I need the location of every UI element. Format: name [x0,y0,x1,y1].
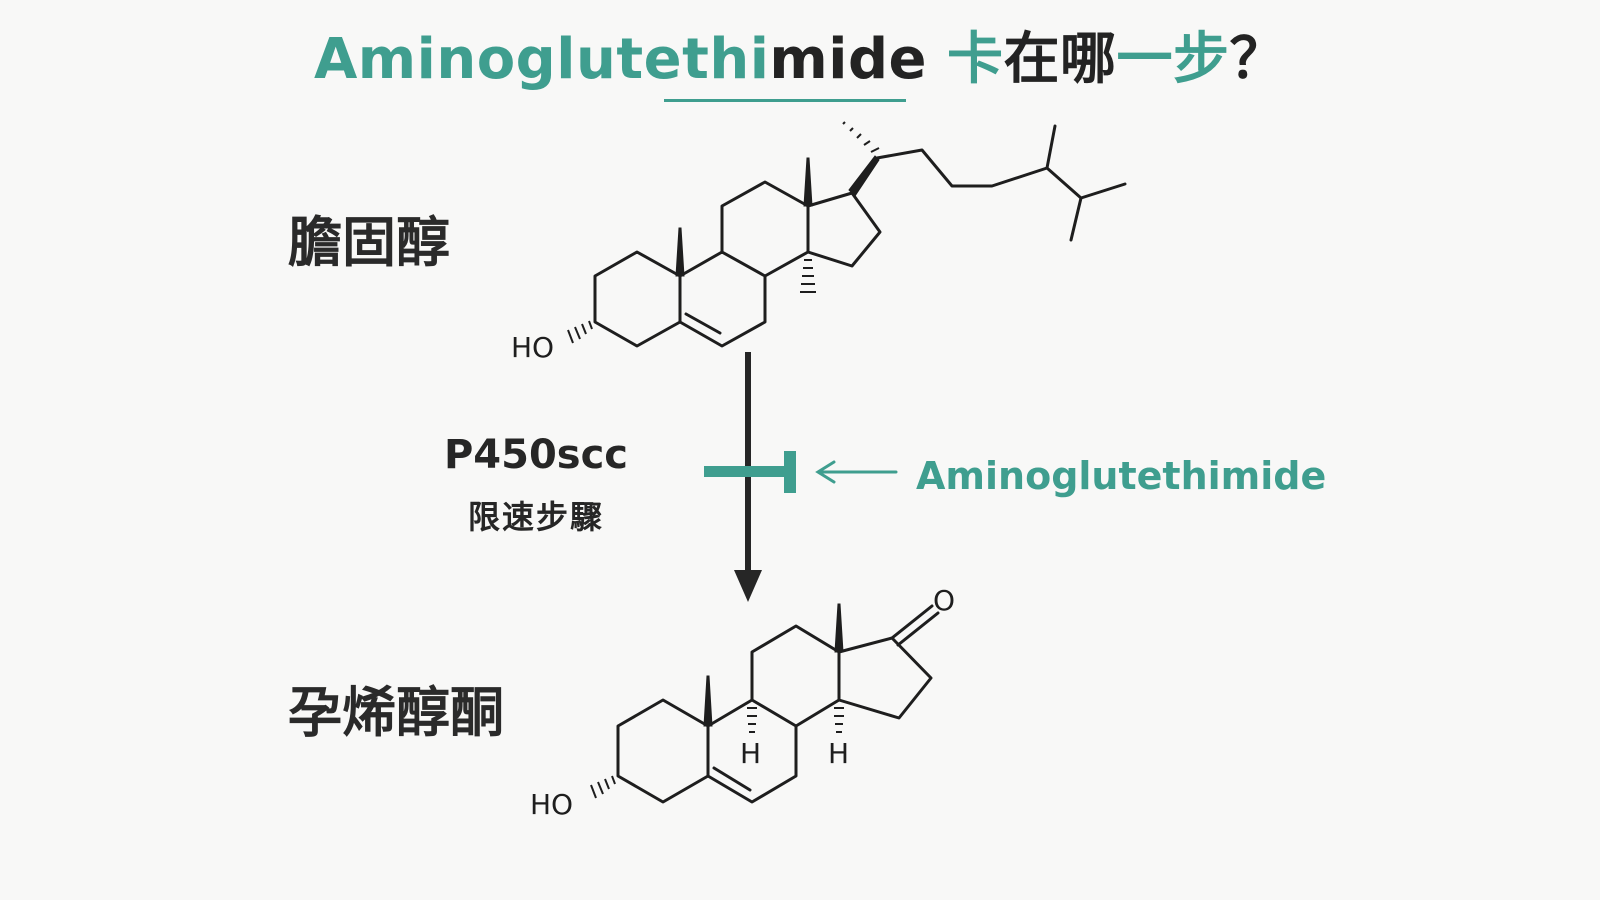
ring-a-bonds [593,250,682,348]
inhibition-tee [704,451,796,493]
product-hash-c9-h [747,707,757,733]
reaction-arrow [734,352,762,602]
substrate-name: 膽固醇 [288,211,450,274]
ring-c-bonds [720,180,810,278]
pregnenolone-structure [616,604,940,804]
product-name: 孕烯醇酮 [288,681,504,744]
arrowhead [734,570,762,602]
product-ring-c-bonds [750,624,841,728]
side-chain-branch-up [1045,124,1057,170]
wedge-c17-chain [848,155,880,197]
side-chain-bonds [875,148,1127,200]
product-double-bond-c5-c6 [712,766,752,792]
product-ring-b-bonds [706,698,798,804]
page-title: Aminoglutethimide 卡在哪一步？ [0,14,1600,95]
inhibition-cap [784,451,796,493]
title-cjk-teal-2: 一步 [1116,27,1230,92]
title-dark-part: mide [769,27,928,92]
cholesterol-hydroxyl-label: HO [511,331,554,364]
pregnenolone-stereo-bonds [590,603,844,799]
title-underline [664,99,906,102]
pregnenolone-h14-label: H [828,737,849,770]
inhibitor-pointer-arrow [815,460,898,484]
cholesterol-structure [593,124,1127,348]
product-wedge-c13-methyl [834,603,844,653]
wedge-c10-methyl [675,227,685,277]
title-teal-part: Aminoglutethi [313,27,770,92]
side-chain-branch-down [1069,196,1083,242]
ring-d-bonds [806,191,882,268]
pregnenolone-oxygen-label: O [933,584,955,617]
wedge-c13-methyl [803,157,813,207]
enzyme-label: P450scc [443,432,629,478]
hash-c20-methyl [842,121,880,153]
cholesterol-stereo-bonds [567,121,880,344]
hash-c14-h [800,259,816,293]
pregnenolone-hydroxyl-label: HO [530,788,573,821]
product-ring-a-bonds [616,698,710,804]
carbonyl-bond-1 [890,604,934,640]
enzyme-note: 限速步驟 [467,498,604,536]
double-bond-c5-c6 [684,312,722,335]
hash-c3-oh [567,320,593,344]
product-wedge-c10-methyl [703,675,713,727]
product-hash-c14-h [834,707,844,733]
title-cjk-teal-1: 卡 [947,27,1004,92]
product-hash-c3-oh [590,775,616,799]
title-question-mark: ？ [1229,27,1287,92]
inhibitor-label: Aminoglutethimide [916,454,1327,498]
product-ring-d-bonds [837,636,933,720]
ring-b-bonds [678,250,767,348]
carbonyl-bond-2 [896,611,940,647]
inhibition-bar [704,466,788,477]
title-cjk-dark: 在哪 [1003,27,1117,92]
pregnenolone-h9-label: H [740,737,761,770]
